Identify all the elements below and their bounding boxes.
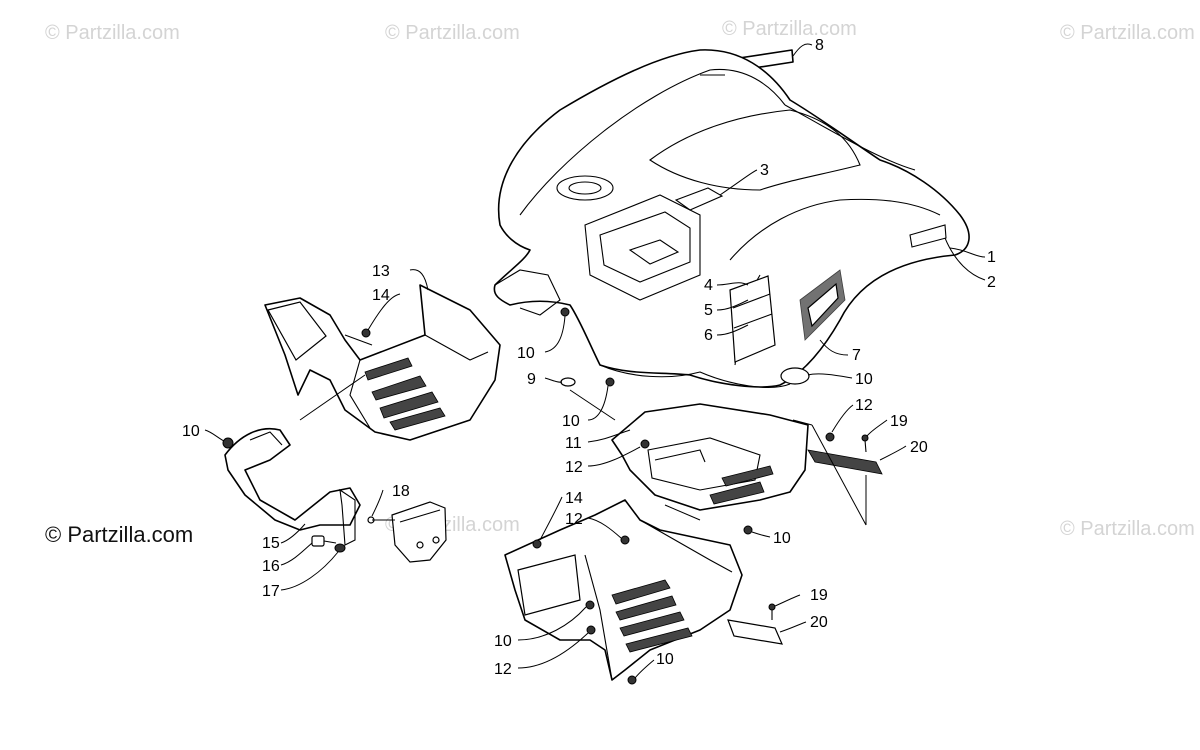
callout-12-center: 12 bbox=[565, 459, 583, 476]
watermark-top-4: © Partzilla.com bbox=[1060, 22, 1195, 44]
callout-6: 6 bbox=[704, 327, 713, 344]
part-20-step-strip-lower[interactable] bbox=[727, 619, 783, 645]
callout-1: 1 bbox=[987, 249, 996, 266]
callout-10-left: 10 bbox=[182, 423, 200, 440]
rear-fender-body[interactable] bbox=[493, 49, 970, 388]
callout-19-lower: 19 bbox=[810, 587, 828, 604]
callout-4: 4 bbox=[704, 277, 713, 294]
callout-20-lower: 20 bbox=[810, 614, 828, 631]
part-18-bracket[interactable] bbox=[391, 501, 447, 563]
callout-5: 5 bbox=[704, 302, 713, 319]
callout-12-right: 12 bbox=[855, 397, 873, 414]
part-14-right-footwell[interactable] bbox=[504, 499, 743, 681]
callout-9: 9 bbox=[527, 371, 536, 388]
callout-14-upper: 14 bbox=[372, 287, 390, 304]
callout-3: 3 bbox=[760, 162, 769, 179]
hardware[interactable] bbox=[222, 307, 869, 685]
callout-20-upper: 20 bbox=[910, 439, 928, 456]
watermark-top-2: © Partzilla.com bbox=[385, 22, 520, 44]
callout-15: 15 bbox=[262, 535, 280, 552]
part-13-left-footwell[interactable] bbox=[264, 284, 501, 441]
watermark-mid-left: © Partzilla.com bbox=[45, 522, 194, 547]
part-11-floor-panel[interactable] bbox=[611, 403, 809, 511]
callout-8: 8 bbox=[815, 37, 824, 54]
callout-12-lower-center: 12 bbox=[565, 511, 583, 528]
watermark-top-1: © Partzilla.com bbox=[45, 22, 180, 44]
callout-10-lower-left: 10 bbox=[494, 633, 512, 650]
callout-leaders bbox=[204, 43, 986, 679]
callout-13: 13 bbox=[372, 263, 390, 280]
callout-16: 16 bbox=[262, 558, 280, 575]
exploded-lines bbox=[299, 74, 867, 526]
watermark-mid-right: © Partzilla.com bbox=[1060, 518, 1195, 540]
part-15-mud-guard[interactable] bbox=[224, 428, 361, 546]
callout-11: 11 bbox=[565, 435, 582, 452]
callout-7: 7 bbox=[852, 347, 861, 364]
callout-18: 18 bbox=[392, 483, 410, 500]
callout-14-lower: 14 bbox=[565, 490, 583, 507]
callout-17: 17 bbox=[262, 583, 280, 600]
callout-10-bottom: 10 bbox=[656, 651, 674, 668]
callout-10-lower-right: 10 bbox=[773, 530, 791, 547]
callout-10-bin: 10 bbox=[517, 345, 535, 362]
callout-12-lower-left: 12 bbox=[494, 661, 512, 678]
watermark-top-3: © Partzilla.com bbox=[722, 18, 857, 40]
part-20-step-strip-upper[interactable] bbox=[807, 449, 883, 475]
callout-labels: 8 3 1 2 4 5 6 7 10 13 14 10 9 10 12 19 2… bbox=[182, 37, 996, 678]
callout-10-fender: 10 bbox=[855, 371, 873, 388]
callout-2: 2 bbox=[987, 274, 996, 291]
callout-10-below-bin: 10 bbox=[562, 413, 580, 430]
callout-19-upper: 19 bbox=[890, 413, 908, 430]
